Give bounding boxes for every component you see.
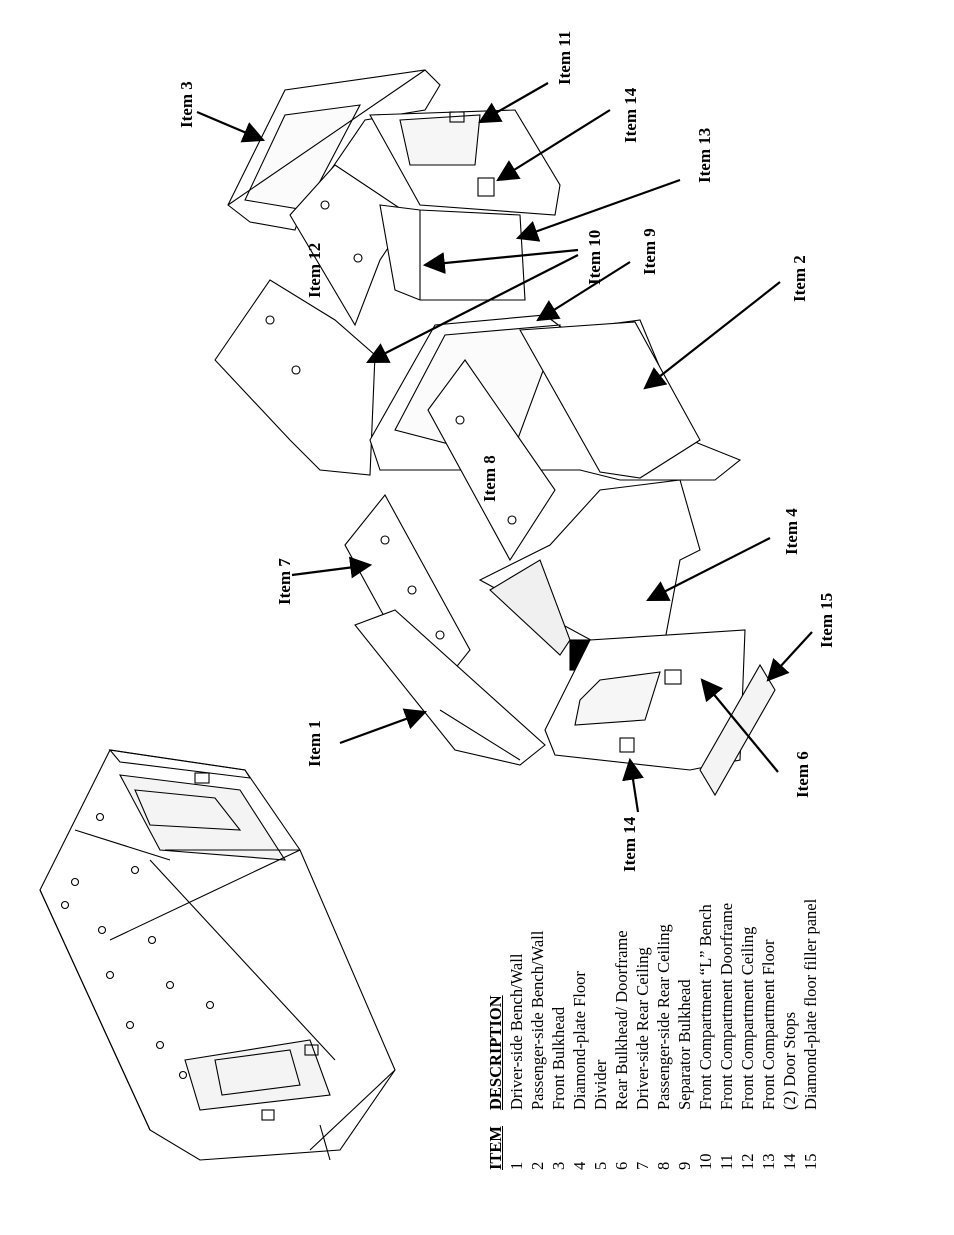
label-item12: Item 12 [305, 243, 324, 298]
arrow-item4 [646, 537, 771, 601]
arrow-item10 [366, 254, 579, 363]
arrow-item11 [478, 82, 549, 124]
arrow-item14-bottom [622, 757, 644, 813]
label-item1: Item 1 [305, 720, 324, 767]
label-item10: Item 10 [585, 230, 604, 285]
rear-bulkhead [544, 629, 746, 771]
label-item15: Item 15 [817, 593, 836, 648]
label-item9: Item 9 [640, 228, 659, 275]
arrow-item13 [515, 178, 681, 242]
front-compartment [289, 164, 526, 327]
arrow-item2 [643, 281, 781, 390]
arrow-item9 [536, 261, 631, 322]
front-bulkhead [227, 69, 441, 231]
arrow-item15 [766, 631, 813, 682]
driver-rear-ceiling-and-wall [344, 494, 546, 766]
front-doorframe [369, 109, 561, 216]
label-item11: Item 11 [555, 31, 574, 85]
label-item8: Item 8 [480, 455, 499, 502]
label-item14-top: Item 14 [621, 87, 640, 143]
label-item6: Item 6 [793, 751, 812, 798]
label-item4: Item 4 [782, 508, 801, 555]
arrow-item14-top [496, 109, 611, 182]
label-item3: Item 3 [177, 81, 196, 128]
label-item13: Item 13 [695, 128, 714, 183]
arrow-item3 [196, 110, 266, 143]
passenger-rear-ceiling [427, 359, 556, 562]
assembled-view [39, 749, 396, 1161]
arrow-item7 [291, 556, 373, 579]
arrow-item6 [700, 678, 779, 773]
label-item7: Item 7 [275, 558, 294, 605]
l-bench [214, 279, 376, 476]
separator-and-passenger-wall [369, 314, 742, 481]
arrow-item1 [339, 708, 428, 745]
filler-panel [699, 663, 776, 797]
label-item2: Item 2 [790, 255, 809, 302]
arrow-item12 [422, 248, 579, 275]
label-item14-bottom: Item 14 [620, 816, 639, 872]
